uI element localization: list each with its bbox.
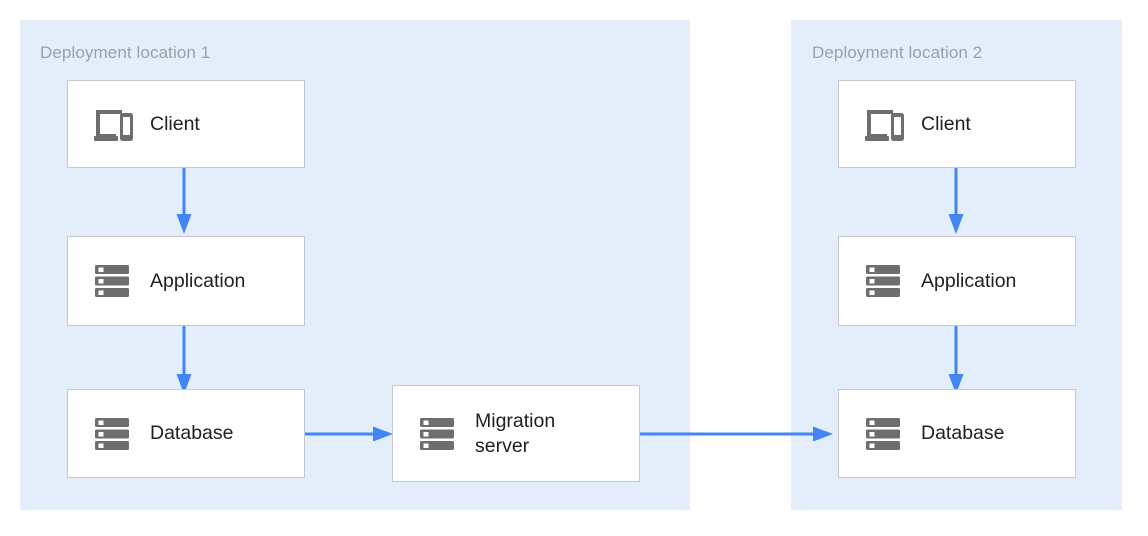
server-icon	[415, 412, 459, 456]
node-application-1-label: Application	[150, 269, 246, 292]
node-client-2[interactable]: Client	[838, 80, 1076, 168]
devices-icon	[90, 102, 134, 146]
server-icon	[90, 412, 134, 456]
node-client-1[interactable]: Client	[67, 80, 305, 168]
node-database-2-label: Database	[921, 422, 1005, 444]
deployment-location-1-label: Deployment location 1	[40, 43, 211, 62]
node-application-1[interactable]: Application	[67, 236, 305, 326]
devices-icon	[861, 102, 905, 146]
node-database-1-label: Database	[150, 422, 234, 444]
node-application-2-label: Application	[921, 269, 1017, 292]
server-icon	[90, 259, 134, 303]
arrow-client2-to-application2	[948, 166, 964, 236]
node-migration-server[interactable]: Migration server	[392, 385, 640, 482]
node-client-2-label: Client	[921, 112, 971, 135]
arrow-application2-to-database2	[948, 326, 964, 396]
arrow-migration-server-to-database2	[639, 426, 835, 442]
node-application-2[interactable]: Application	[838, 236, 1076, 326]
node-client-1-label: Client	[150, 112, 200, 135]
arrow-application1-to-database1	[176, 326, 192, 396]
node-database-1[interactable]: Database	[67, 389, 305, 478]
node-database-2[interactable]: Database	[838, 389, 1076, 478]
arrow-database1-to-migration-server	[303, 426, 395, 442]
node-migration-server-label: Migration server	[475, 409, 556, 457]
server-icon	[861, 259, 905, 303]
arrow-client1-to-application1	[176, 166, 192, 236]
server-icon	[861, 412, 905, 456]
deployment-location-2-label: Deployment location 2	[812, 43, 983, 62]
